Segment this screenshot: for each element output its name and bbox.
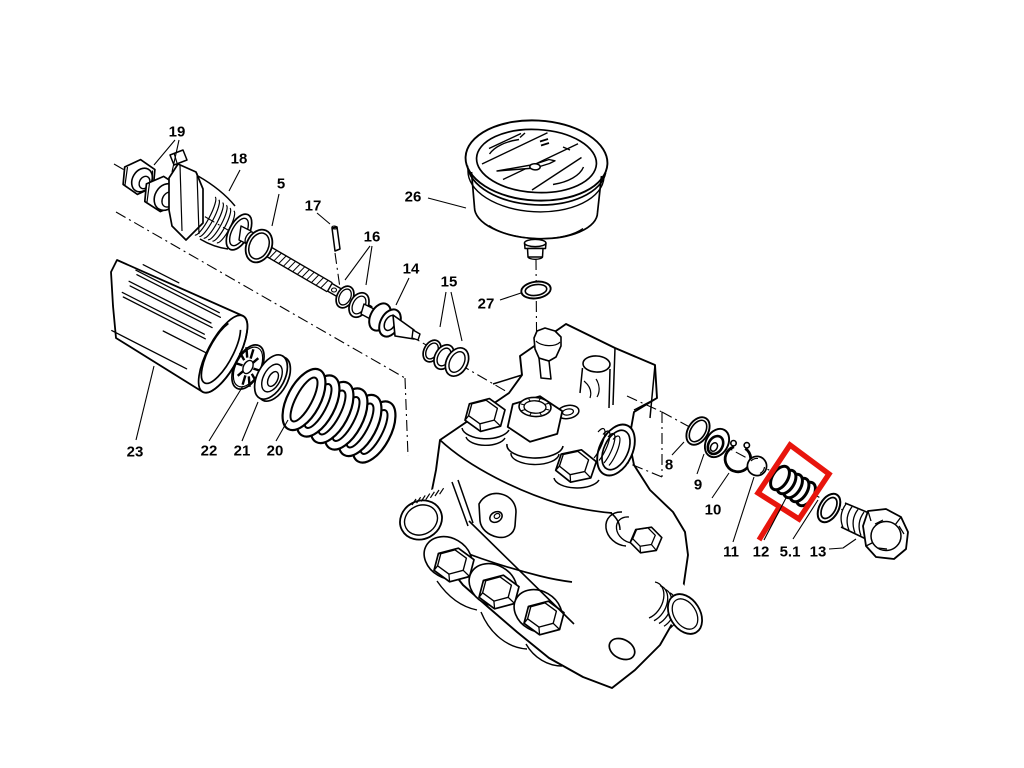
svg-text:5: 5	[277, 175, 285, 192]
svg-text:15: 15	[441, 273, 458, 290]
svg-text:10: 10	[705, 501, 722, 518]
svg-text:18: 18	[231, 150, 248, 167]
svg-text:20: 20	[267, 442, 284, 459]
svg-text:11: 11	[723, 543, 739, 560]
svg-text:23: 23	[127, 443, 144, 460]
svg-text:27: 27	[478, 295, 495, 312]
svg-text:14: 14	[403, 260, 420, 277]
svg-text:13: 13	[810, 543, 827, 560]
svg-text:5.1: 5.1	[780, 543, 801, 560]
svg-text:9: 9	[694, 476, 702, 493]
svg-text:21: 21	[234, 442, 251, 459]
svg-text:8: 8	[665, 456, 673, 473]
svg-text:17: 17	[305, 197, 322, 214]
svg-text:22: 22	[201, 442, 218, 459]
svg-text:19: 19	[169, 123, 186, 140]
svg-text:26: 26	[405, 188, 422, 205]
svg-text:16: 16	[364, 228, 381, 245]
svg-text:12: 12	[753, 543, 770, 560]
